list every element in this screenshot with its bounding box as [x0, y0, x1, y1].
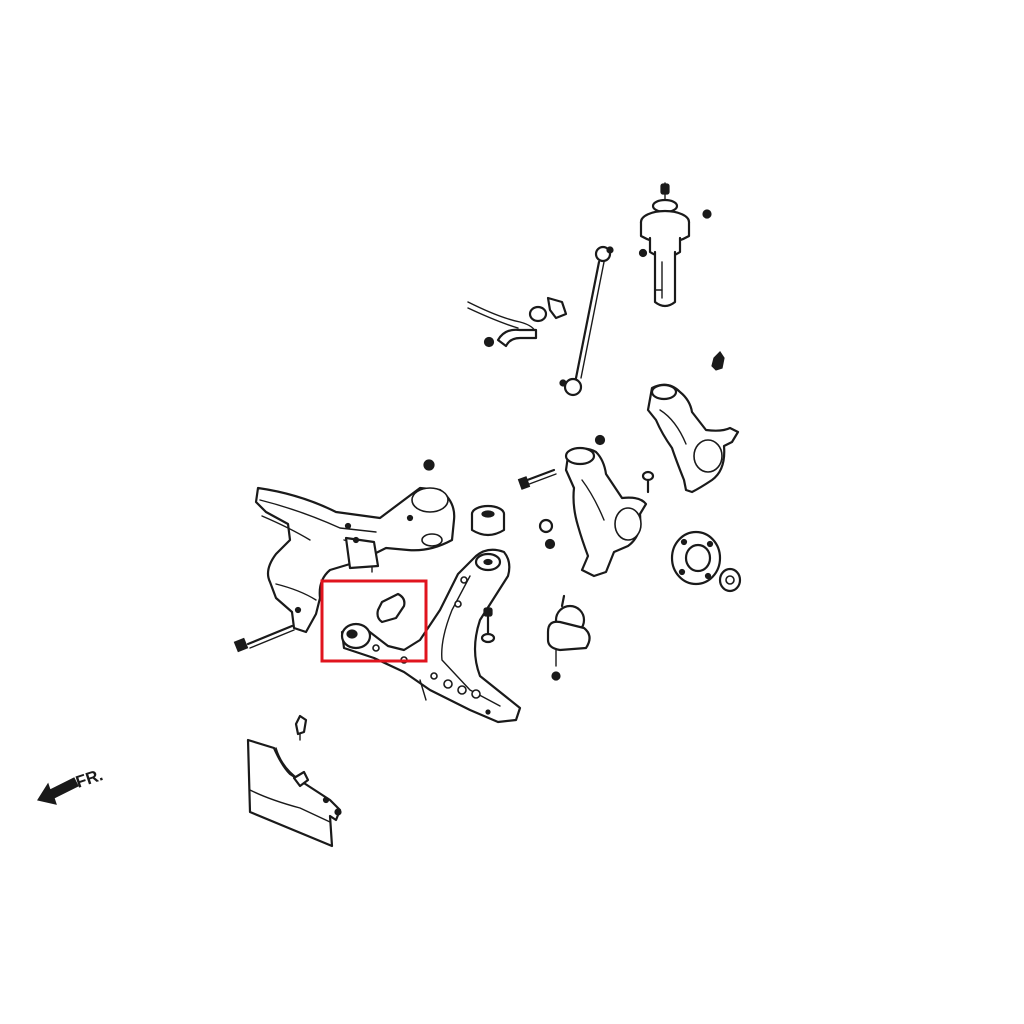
strut-bolt — [711, 351, 725, 371]
front-arrow-icon — [37, 777, 79, 805]
control-arm-bolt — [480, 607, 496, 644]
subframe — [254, 459, 456, 634]
stabilizer-bar — [467, 296, 568, 348]
rear-bushing — [470, 504, 506, 537]
highlight-box — [320, 579, 428, 663]
strut-assembly — [638, 182, 712, 308]
lower-control-arm — [340, 548, 522, 724]
front-direction-indicator: FR. — [37, 765, 105, 805]
ball-joint — [546, 594, 591, 681]
knuckle-nuts — [538, 518, 556, 550]
splash-shield — [246, 738, 342, 848]
knuckle-bolt — [517, 468, 557, 490]
wheel-hub — [670, 530, 742, 593]
steering-knuckle-rear — [646, 383, 740, 494]
subframe-bolt — [233, 624, 295, 653]
steering-knuckle-front — [564, 434, 655, 578]
stabilizer-link — [559, 245, 614, 397]
shield-fastener — [294, 714, 308, 741]
front-control-arm-bushing — [340, 592, 406, 650]
front-direction-label: FR. — [73, 765, 105, 792]
